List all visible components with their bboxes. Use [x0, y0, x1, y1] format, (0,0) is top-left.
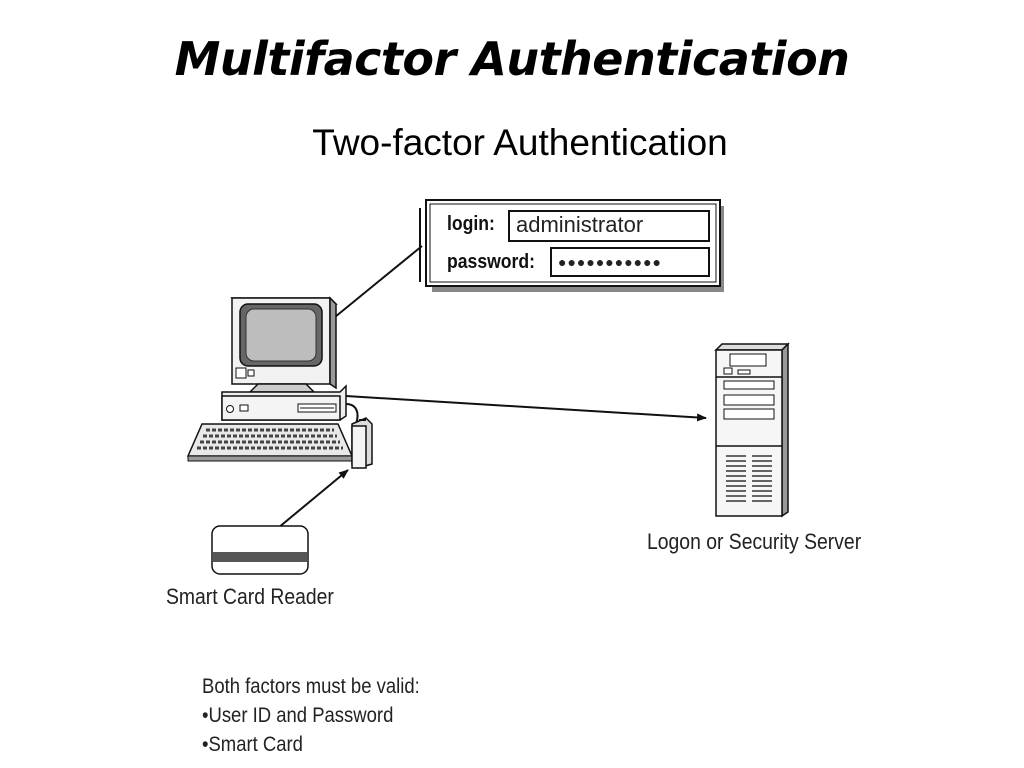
login-field[interactable]: administrator — [508, 210, 710, 242]
slide-title: Multifactor Authentication — [174, 32, 850, 86]
card-reader-icon — [351, 417, 373, 469]
password-label: password: — [447, 251, 536, 273]
notes-item-user-id: •User ID and Password — [202, 704, 394, 727]
server-label: Logon or Security Server — [647, 529, 862, 554]
smart-card-reader-label: Smart Card Reader — [166, 584, 334, 609]
notes-item-smart-card: •Smart Card — [202, 733, 303, 756]
server-icon — [714, 342, 790, 518]
login-label: login: — [447, 213, 495, 235]
card-to-reader-arrow — [277, 469, 349, 529]
computer-to-server-arrow — [345, 395, 707, 422]
slide-subtitle: Two-factor Authentication — [312, 122, 728, 163]
computer-icon — [186, 296, 359, 462]
smart-card-icon — [211, 525, 309, 575]
password-field[interactable]: ●●●●●●●●●●● — [550, 247, 710, 277]
notes-heading: Both factors must be valid: — [202, 675, 420, 698]
requirements-notes: Both factors must be valid: •User ID and… — [202, 672, 420, 759]
